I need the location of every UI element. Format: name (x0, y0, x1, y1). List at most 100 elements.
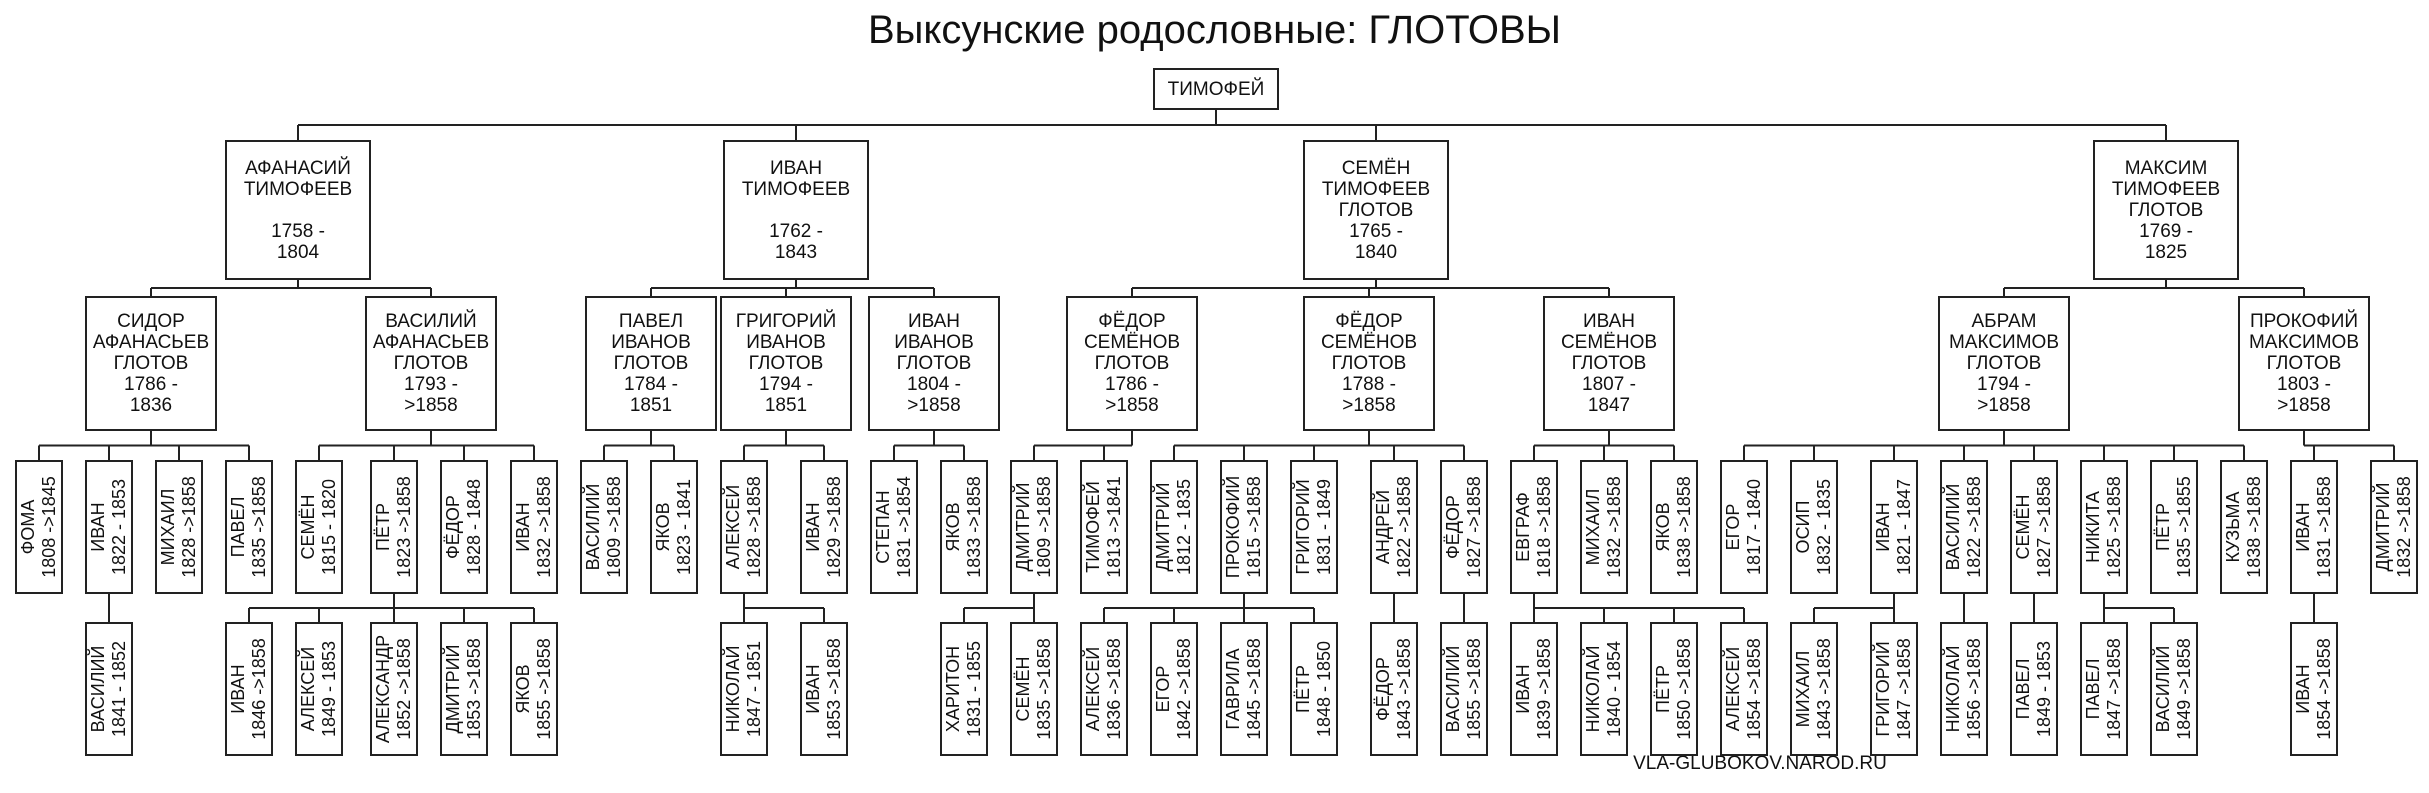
person-node: СИДОР АФАНАСЬЕВ ГЛОТОВ 1786 - 1836 (85, 296, 217, 431)
person-label: ИВАН 1829 ->1858 (803, 476, 844, 578)
person-label: ИВАН СЕМЁНОВ ГЛОТОВ 1807 - 1847 (1560, 311, 1658, 416)
person-label: ФЁДОР СЕМЁНОВ ГЛОТОВ 1786 - >1858 (1083, 311, 1181, 416)
person-label: ДМИТРИЙ 1853 ->1858 (443, 638, 484, 740)
person-node: ЯКОВ 1823 - 1841 (650, 460, 698, 594)
person-node: КУЗЬМА 1838 ->1858 (2220, 460, 2268, 594)
person-label: ГРИГОРИЙ 1847 ->1858 (1873, 638, 1914, 740)
person-node: АЛЕКСЕЙ 1849 - 1853 (295, 622, 343, 756)
person-node: ГАВРИЛА 1845 ->1858 (1220, 622, 1268, 756)
person-label: ПРОКОФИЙ МАКСИМОВ ГЛОТОВ 1803 - >1858 (2248, 311, 2359, 416)
person-label: КУЗЬМА 1838 ->1858 (2223, 476, 2264, 578)
person-node: СЕМЁН ТИМОФЕЕВ ГЛОТОВ 1765 - 1840 (1303, 140, 1449, 280)
person-label: СИДОР АФАНАСЬЕВ ГЛОТОВ 1786 - 1836 (92, 311, 210, 416)
person-label: ФЁДОР СЕМЁНОВ ГЛОТОВ 1788 - >1858 (1320, 311, 1418, 416)
person-node: ХАРИТОН 1831 - 1855 (940, 622, 988, 756)
person-node: АФАНАСИЙ ТИМОФЕЕВ 1758 - 1804 (225, 140, 371, 280)
person-node: ФЁДОР 1843 ->1858 (1370, 622, 1418, 756)
person-label: ДМИТРИЙ 1812 - 1835 (1153, 478, 1194, 576)
person-node: ВАСИЛИЙ 1841 - 1852 (85, 622, 133, 756)
person-node: ПЁТР 1850 ->1858 (1650, 622, 1698, 756)
person-label: АЛЕКСЕЙ 1849 - 1853 (298, 640, 339, 738)
person-node: ИВАН ИВАНОВ ГЛОТОВ 1804 - >1858 (868, 296, 1000, 431)
person-label: АЛЕКСАНДР 1852 ->1858 (373, 634, 414, 744)
person-node: ФЁДОР СЕМЁНОВ ГЛОТОВ 1786 - >1858 (1066, 296, 1198, 431)
person-label: ПАВЕЛ 1847 ->1858 (2083, 638, 2124, 740)
person-label: СЕМЁН ТИМОФЕЕВ ГЛОТОВ 1765 - 1840 (1321, 157, 1431, 263)
person-node: ГРИГОРИЙ ИВАНОВ ГЛОТОВ 1794 - 1851 (720, 296, 852, 431)
person-label: ЯКОВ 1838 ->1858 (1653, 476, 1694, 578)
person-node: АНДРЕЙ 1822 ->1858 (1370, 460, 1418, 594)
person-label: СЕМЁН 1815 - 1820 (298, 478, 339, 576)
person-label: ВАСИЛИЙ 1822 ->1858 (1943, 476, 1984, 578)
person-label: ЯКОВ 1855 ->1858 (513, 638, 554, 740)
person-label: АБРАМ МАКСИМОВ ГЛОТОВ 1794 - >1858 (1948, 311, 2059, 416)
person-node: НИКОЛАЙ 1840 - 1854 (1580, 622, 1628, 756)
person-node: ВАСИЛИЙ 1855 ->1858 (1440, 622, 1488, 756)
person-node: МИХАИЛ 1828 ->1858 (155, 460, 203, 594)
person-node: ИВАН 1822 - 1853 (85, 460, 133, 594)
person-node: ПРОКОФИЙ МАКСИМОВ ГЛОТОВ 1803 - >1858 (2238, 296, 2370, 431)
person-node: ТИМОФЕЙ (1153, 68, 1279, 110)
person-label: ИВАН 1839 ->1858 (1513, 638, 1554, 740)
person-label: ОСИП 1832 - 1835 (1793, 478, 1834, 576)
person-node: ФЁДОР 1827 ->1858 (1440, 460, 1488, 594)
person-label: ГРИГОРИЙ 1831 - 1849 (1293, 478, 1334, 576)
person-label: ИВАН 1821 - 1847 (1873, 478, 1914, 576)
diagram-title: Выксунские родословные: ГЛОТОВЫ (867, 8, 1562, 52)
person-label: ЕГОР 1817 - 1840 (1723, 478, 1764, 576)
person-node: ДМИТРИЙ 1853 ->1858 (440, 622, 488, 756)
person-node: ПАВЕЛ ИВАНОВ ГЛОТОВ 1784 - 1851 (585, 296, 717, 431)
site-credit: VLA-GLUBOKOV.NAROD.RU (1633, 753, 1887, 774)
person-label: ПЁТР 1823 ->1858 (373, 476, 414, 578)
person-label: НИКОЛАЙ 1847 - 1851 (723, 640, 764, 738)
person-label: ЯКОВ 1823 - 1841 (653, 478, 694, 576)
person-label: ПАВЕЛ ИВАНОВ ГЛОТОВ 1784 - 1851 (611, 311, 691, 416)
person-label: АЛЕКСЕЙ 1828 ->1858 (723, 476, 764, 578)
person-node: АЛЕКСЕЙ 1828 ->1858 (720, 460, 768, 594)
person-label: ИВАН 1853 ->1858 (803, 638, 844, 740)
person-node: ПЁТР 1835 ->1855 (2150, 460, 2198, 594)
person-label: МИХАИЛ 1843 ->1858 (1793, 638, 1834, 740)
person-node: СТЕПАН 1831 ->1854 (870, 460, 918, 594)
person-label: МАКСИМ ТИМОФЕЕВ ГЛОТОВ 1769 - 1825 (2111, 157, 2221, 263)
person-node: ФОМА 1808 ->1845 (15, 460, 63, 594)
person-node: ФЁДОР 1828 - 1848 (440, 460, 488, 594)
person-label: ФЁДОР 1843 ->1858 (1373, 638, 1414, 740)
person-node: ПЁТР 1823 ->1858 (370, 460, 418, 594)
person-label: ВАСИЛИЙ 1809 ->1858 (583, 476, 624, 578)
person-node: ЕГОР 1842 ->1858 (1150, 622, 1198, 756)
person-node: ИВАН 1839 ->1858 (1510, 622, 1558, 756)
person-node: НИКИТА 1825 ->1858 (2080, 460, 2128, 594)
person-node: ВАСИЛИЙ 1822 ->1858 (1940, 460, 1988, 594)
person-node: ИВАН СЕМЁНОВ ГЛОТОВ 1807 - 1847 (1543, 296, 1675, 431)
person-node: ГРИГОРИЙ 1847 ->1858 (1870, 622, 1918, 756)
person-node: ВАСИЛИЙ 1809 ->1858 (580, 460, 628, 594)
person-node: ИВАН 1831 ->1858 (2290, 460, 2338, 594)
person-label: АЛЕКСЕЙ 1836 ->1858 (1083, 638, 1124, 740)
person-node: ГРИГОРИЙ 1831 - 1849 (1290, 460, 1338, 594)
person-label: ПЁТР 1835 ->1855 (2153, 476, 2194, 578)
person-label: ИВАН 1831 ->1858 (2293, 476, 2334, 578)
person-label: ПРОКОФИЙ 1815 ->1858 (1223, 475, 1264, 579)
person-label: СТЕПАН 1831 ->1854 (873, 476, 914, 578)
person-label: АЛЕКСЕЙ 1854 ->1858 (1723, 638, 1764, 740)
person-label: ФЁДОР 1827 ->1858 (1443, 476, 1484, 578)
person-label: СЕМЁН 1835 ->1858 (1013, 638, 1054, 740)
person-node: АЛЕКСАНДР 1852 ->1858 (370, 622, 418, 756)
person-node: ИВАН 1853 ->1858 (800, 622, 848, 756)
person-node: ЕВГРАФ 1818 ->1858 (1510, 460, 1558, 594)
person-label: ПЁТР 1848 - 1850 (1293, 640, 1334, 738)
person-node: ИВАН 1854 ->1858 (2290, 622, 2338, 756)
person-node: ИВАН 1821 - 1847 (1870, 460, 1918, 594)
person-label: ИВАН 1822 - 1853 (88, 478, 129, 576)
person-label: ЕВГРАФ 1818 ->1858 (1513, 476, 1554, 578)
person-node: НИКОЛАЙ 1856 ->1858 (1940, 622, 1988, 756)
person-label: ИВАН ИВАНОВ ГЛОТОВ 1804 - >1858 (894, 311, 974, 416)
person-label: ПАВЕЛ 1849 - 1853 (2013, 640, 2054, 738)
person-label: ВАСИЛИЙ АФАНАСЬЕВ ГЛОТОВ 1793 - >1858 (372, 311, 490, 416)
person-label: ПАВЕЛ 1835 ->1858 (228, 476, 269, 578)
person-label: ИВАН 1854 ->1858 (2293, 638, 2334, 740)
person-label: ГАВРИЛА 1845 ->1858 (1223, 638, 1264, 740)
person-node: ПРОКОФИЙ 1815 ->1858 (1220, 460, 1268, 594)
person-label: ТИМОФЕЙ (1167, 78, 1265, 100)
